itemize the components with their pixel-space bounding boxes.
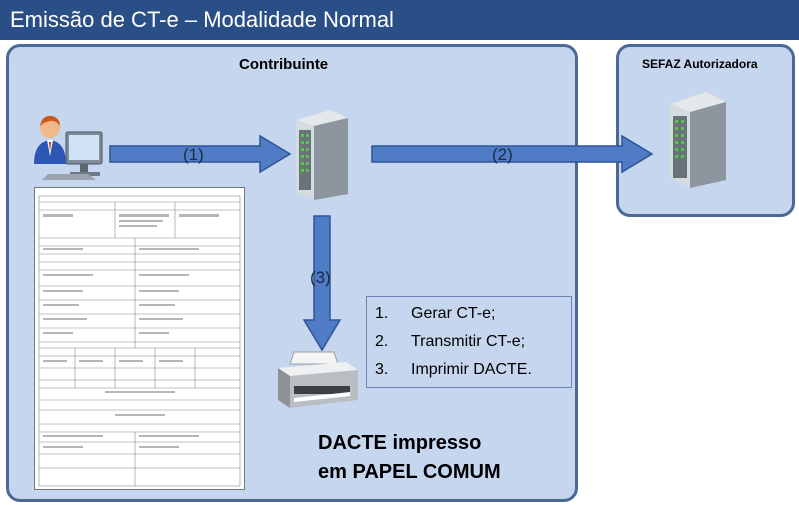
contribuinte-label: Contribuinte: [239, 56, 329, 73]
server-icon: [296, 110, 348, 200]
arrow-1: [109, 134, 292, 174]
step-3: 3. Imprimir DACTE.: [375, 361, 532, 379]
printer-icon: [278, 351, 358, 408]
step-1-text: Gerar CT-e;: [411, 305, 496, 322]
page-title: Emissão de CT-e – Modalidade Normal: [10, 7, 394, 32]
arrow-2-label: (2): [492, 145, 513, 164]
arrow-3: [302, 215, 342, 352]
arrow-1-label: (1): [183, 145, 204, 164]
arrow-3-label: (3): [310, 268, 331, 287]
dacte-caption-line2: em PAPEL COMUM: [318, 461, 501, 483]
steps-box: 1. Gerar CT-e; 2. Transmitir CT-e; 3. Impri…: [366, 296, 572, 388]
arrow-2: [371, 134, 654, 174]
dacte-caption-line1: DACTE impresso: [318, 432, 482, 454]
step-3-number: 3.: [375, 361, 389, 378]
dacte-document-icon: [34, 187, 245, 490]
step-2: 2. Transmitir CT-e;: [375, 333, 525, 351]
step-3-text: Imprimir DACTE.: [411, 361, 532, 378]
step-1: 1. Gerar CT-e;: [375, 305, 495, 323]
step-1-number: 1.: [375, 305, 389, 322]
step-2-text: Transmitir CT-e;: [411, 333, 526, 350]
sefaz-server-icon: [670, 92, 726, 188]
title-bar: Emissão de CT-e – Modalidade Normal: [0, 0, 799, 40]
step-2-number: 2.: [375, 333, 389, 350]
dacte-document-lines: [38, 195, 241, 487]
user-at-computer-icon: [34, 115, 103, 180]
sefaz-label: SEFAZ Autorizadora: [642, 57, 758, 71]
